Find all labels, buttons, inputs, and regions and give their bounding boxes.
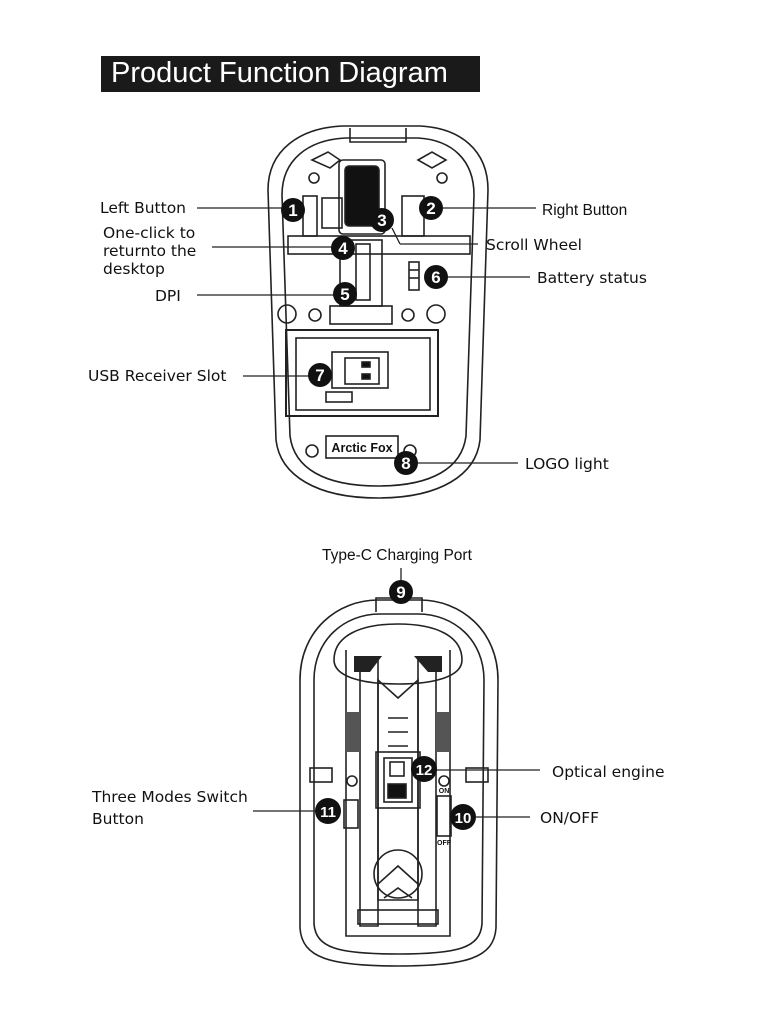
badge-7-number: 7 (315, 366, 324, 385)
badge-1 (281, 198, 305, 222)
label-battery-status: Battery status (537, 269, 647, 287)
badge-9 (389, 580, 413, 604)
logo-text: Arctic Fox (331, 441, 392, 455)
badge-5-number: 5 (340, 285, 349, 304)
label-dpi: DPI (155, 287, 181, 305)
label-optical-engine: Optical engine (552, 763, 665, 781)
badge-2-number: 2 (426, 199, 435, 218)
label-one-click-line1: One-click to (103, 224, 195, 242)
top-badges: 1 2 3 4 5 6 7 8 (281, 196, 448, 475)
badge-6-number: 6 (431, 268, 440, 287)
badge-10-number: 10 (455, 810, 472, 827)
badge-5 (333, 282, 357, 306)
badge-9-number: 9 (396, 583, 405, 602)
badge-1-number: 1 (288, 201, 297, 220)
badge-11 (315, 798, 341, 824)
label-right-button: Right Button (542, 202, 627, 219)
badge-11-number: 11 (320, 804, 336, 821)
badge-8 (394, 451, 418, 475)
badge-12 (411, 756, 437, 782)
label-one-click-line2: returnto the (103, 242, 196, 260)
badge-4-number: 4 (338, 239, 348, 258)
label-on-off: ON/OFF (540, 809, 599, 827)
bottom-vents (346, 656, 450, 752)
switch-on-text: ON (439, 788, 450, 795)
label-one-click-line3: desktop (103, 260, 165, 278)
badge-3 (370, 208, 394, 232)
label-three-modes-line2: Button (92, 810, 144, 828)
badge-12-number: 12 (416, 762, 433, 779)
badge-6 (424, 265, 448, 289)
switch-off-text: OFF (437, 840, 452, 847)
title-banner: Product Function Diagram (101, 56, 480, 92)
mouse-top-view (267, 125, 489, 499)
badge-8-number: 8 (401, 454, 410, 473)
bottom-badges: 9 10 11 12 (315, 580, 476, 830)
bottom-leader-lines (253, 568, 540, 818)
label-usb-receiver-slot: USB Receiver Slot (88, 367, 226, 385)
badge-3-number: 3 (377, 211, 386, 230)
mouse-bottom-view (299, 597, 499, 967)
label-type-c-port: Type-C Charging Port (322, 547, 473, 564)
label-logo-light: LOGO light (525, 455, 609, 473)
badge-4 (331, 236, 355, 260)
badge-7 (308, 363, 332, 387)
badge-10 (450, 804, 476, 830)
label-three-modes-line1: Three Modes Switch (91, 788, 248, 806)
badge-2 (419, 196, 443, 220)
page-title: Product Function Diagram (111, 57, 448, 89)
top-leader-lines (197, 207, 536, 464)
label-left-button: Left Button (100, 199, 186, 217)
label-scroll-wheel: Scroll Wheel (486, 236, 582, 254)
